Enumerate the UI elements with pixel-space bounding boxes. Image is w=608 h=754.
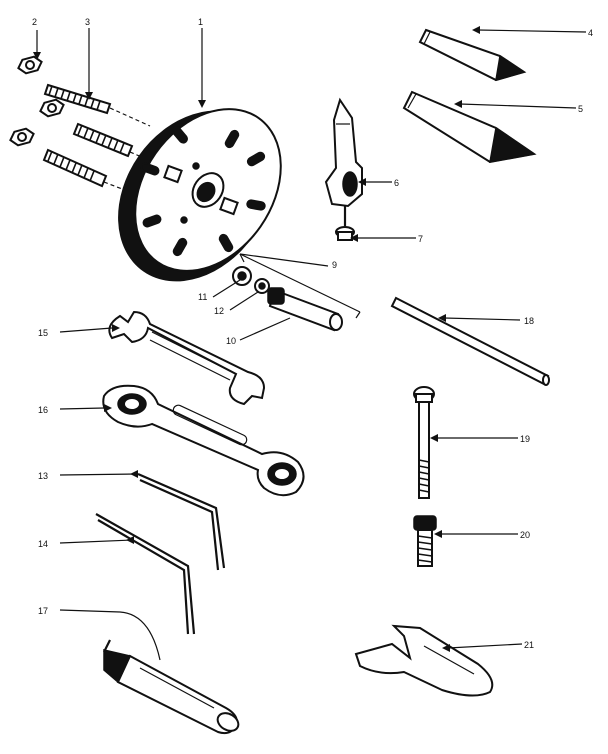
label-14: 14	[38, 539, 48, 549]
rod-part-18	[390, 296, 550, 386]
oiler-part-17	[103, 639, 240, 735]
bracket-part-9-line	[239, 253, 361, 313]
nut-part-2	[17, 55, 43, 75]
label-15: 15	[38, 328, 48, 338]
label-20: 20	[520, 530, 530, 540]
label-7: 7	[418, 234, 423, 244]
label-13: 13	[38, 471, 48, 481]
washer-part-11	[232, 266, 252, 286]
label-6: 6	[394, 178, 399, 188]
label-2: 2	[32, 17, 37, 27]
spanner-part-21	[354, 624, 494, 697]
center-part-5	[402, 90, 537, 164]
lathe-dog-part-6	[324, 97, 363, 208]
faceplate-part-1	[118, 108, 282, 282]
arbor-part-10	[267, 287, 343, 332]
bolt-part-19	[413, 386, 435, 499]
label-1: 1	[198, 17, 203, 27]
nut-part-2c	[9, 127, 35, 147]
label-9: 9	[332, 260, 337, 270]
stud-part-3c	[42, 148, 108, 188]
open-wrench-part-15	[108, 310, 266, 406]
bushing-part-20	[413, 515, 437, 567]
center-part-4	[418, 28, 527, 82]
hex-key-part-13	[137, 472, 226, 571]
label-5: 5	[578, 104, 583, 114]
nut-part-2b	[39, 98, 65, 118]
bracket-part-9-tick-b	[355, 311, 361, 319]
label-12: 12	[214, 306, 224, 316]
washer-part-12	[254, 278, 270, 294]
label-19: 19	[520, 434, 530, 444]
label-11: 11	[198, 292, 207, 302]
bracket-part-9-tick-a	[239, 253, 245, 263]
stud-part-3	[43, 83, 112, 115]
label-21: 21	[524, 640, 534, 650]
leader-arrows	[33, 26, 480, 652]
label-17: 17	[38, 606, 48, 616]
hex-key-part-14	[95, 513, 196, 635]
label-10: 10	[226, 336, 236, 346]
label-16: 16	[38, 405, 48, 415]
label-4: 4	[588, 28, 593, 38]
label-18: 18	[524, 316, 534, 326]
box-wrench-part-16	[102, 384, 305, 497]
leader-lines	[36, 28, 587, 661]
label-3: 3	[85, 17, 90, 27]
screw-part-7	[335, 206, 355, 241]
stud-part-3b	[72, 122, 134, 158]
